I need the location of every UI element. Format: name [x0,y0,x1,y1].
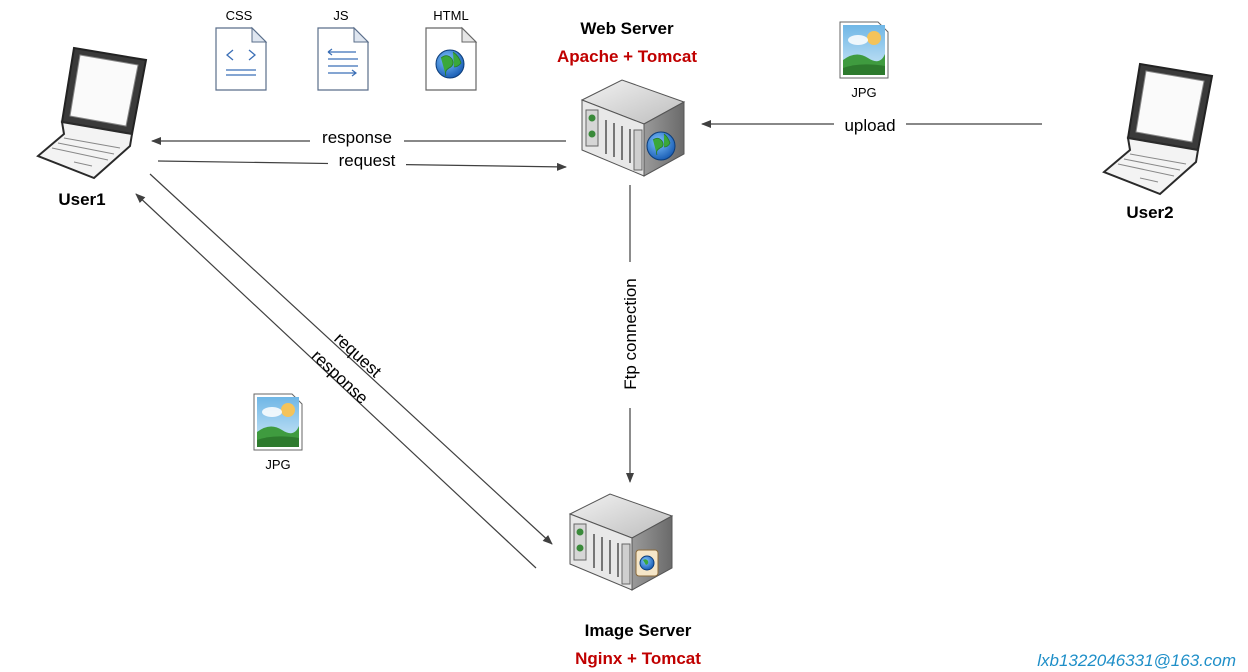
user2-label: User2 [1126,203,1173,222]
jpg-image-label: JPG [265,457,290,472]
web-response-label: response [322,128,392,147]
html-file: HTML [425,8,478,91]
jpg-image-file: JPG [253,393,303,472]
web-response-edge: response [151,128,566,147]
css-file-icon [215,27,267,91]
jpg-image-icon [839,21,889,79]
jpg-upload-file: JPG [839,21,889,100]
web-request-label: request [339,151,396,170]
server-icon [581,79,685,177]
css-file-label: CSS [226,8,253,23]
web-server-title: Web Server [580,19,674,38]
upload-edge: upload [701,114,1042,135]
image-server-title: Image Server [585,621,692,640]
css-file: CSS [215,8,267,91]
web-server-node[interactable]: Web Server Apache + Tomcat [557,19,697,177]
arrow-down-right-icon [149,173,553,545]
user1-label: User1 [58,190,105,209]
laptop-icon [37,47,147,179]
user1-node[interactable]: User1 [37,47,147,209]
image-server-node[interactable]: Image Server Nginx + Tomcat [569,493,701,668]
user2-node[interactable]: User2 [1103,63,1213,222]
globe-icon [646,131,676,161]
jpg-upload-label: JPG [851,85,876,100]
js-file: JS [317,8,369,91]
jpg-image-icon [253,393,303,451]
js-file-icon [317,27,369,91]
watermark: lxb1322046331@163.com [1037,651,1236,670]
globe-icon [635,549,659,577]
upload-label: upload [844,116,895,135]
image-server-subtitle: Nginx + Tomcat [575,649,701,668]
js-file-label: JS [333,8,349,23]
html-file-label: HTML [433,8,468,23]
arrow-up-left-icon [135,193,537,569]
ftp-edge: Ftp connection [620,185,640,483]
web-request-edge: request [157,151,567,171]
laptop-icon [1103,63,1213,195]
ftp-label: Ftp connection [621,278,640,390]
image-response-edge: response [135,193,537,569]
html-file-icon [425,26,478,91]
web-server-subtitle: Apache + Tomcat [557,47,697,66]
image-request-edge: request [149,173,553,545]
